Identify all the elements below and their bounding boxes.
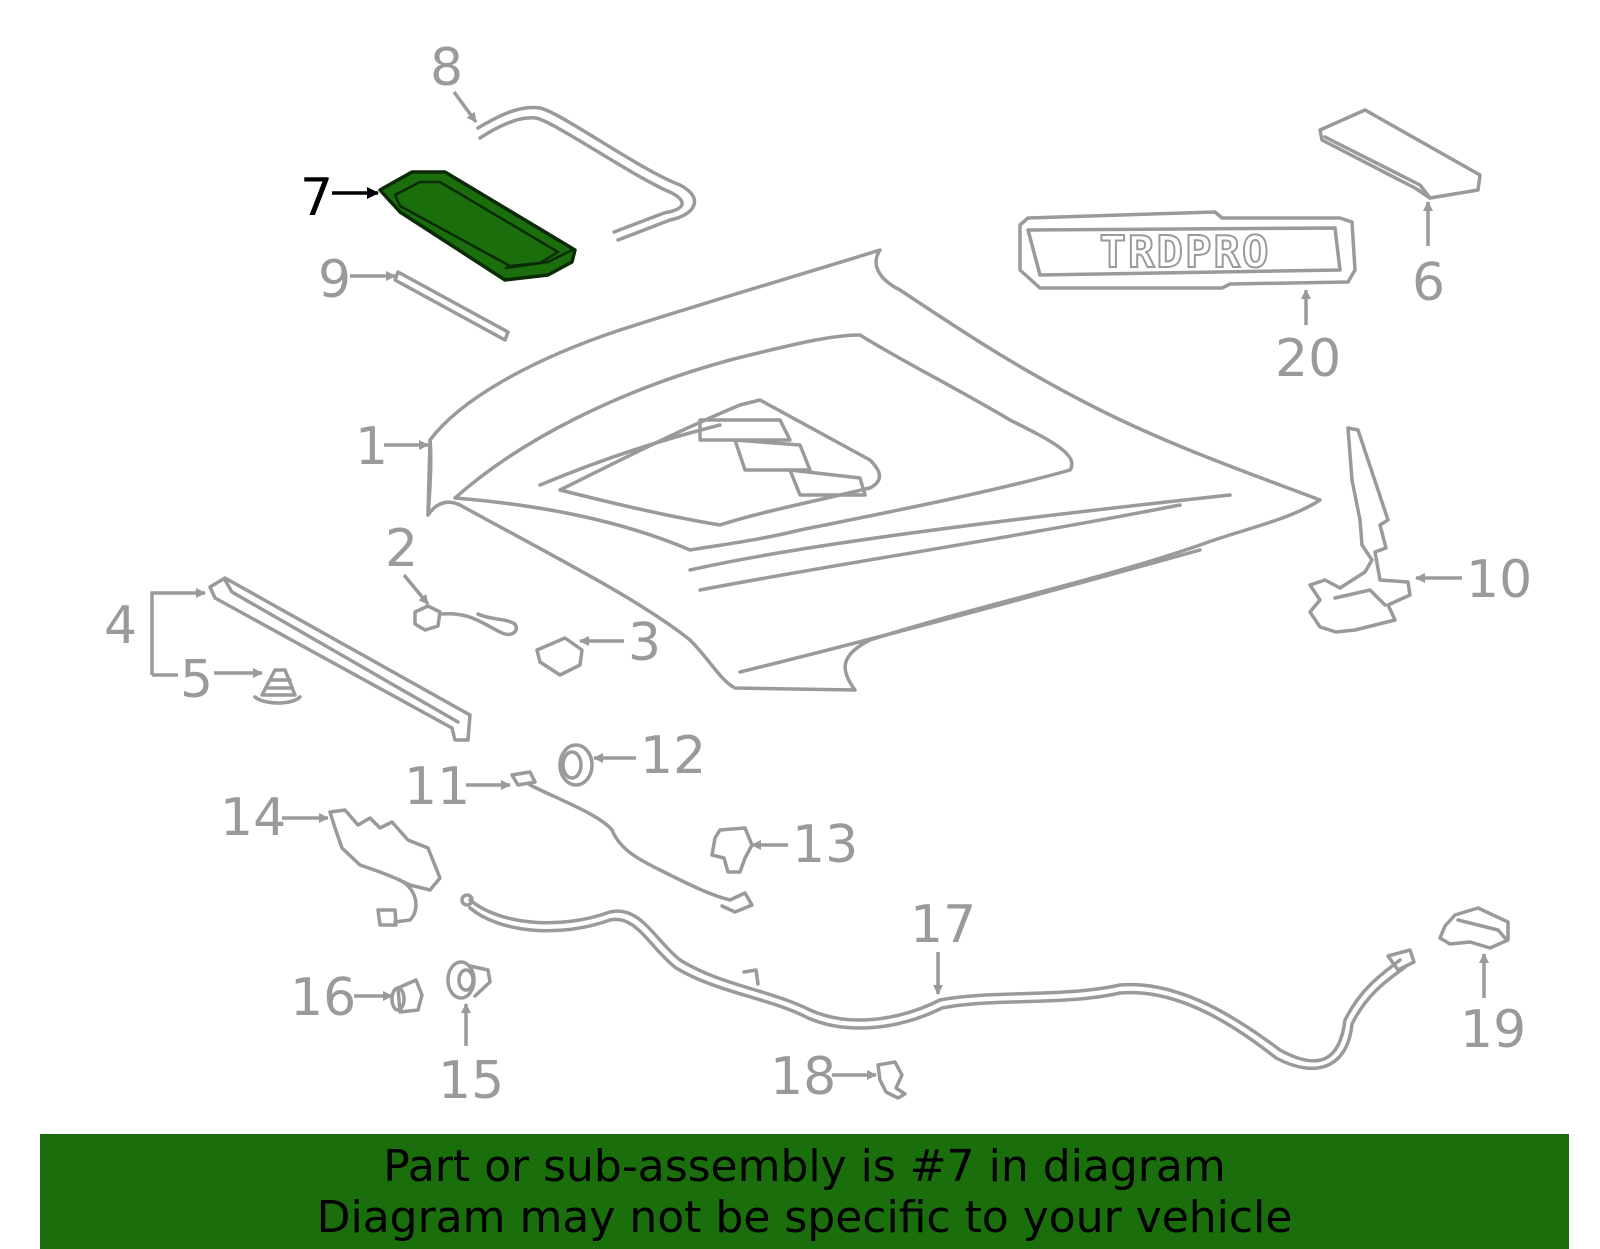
seal-strip-part-4[interactable] <box>208 576 472 742</box>
callout-7: 7 <box>300 168 333 228</box>
callout-4: 4 <box>104 596 137 656</box>
bracket-part-3[interactable] <box>535 636 584 677</box>
cushion-part-16[interactable] <box>390 978 424 1014</box>
callout-11: 11 <box>404 757 470 817</box>
callout-3: 3 <box>628 613 661 673</box>
release-cable-part-17[interactable] <box>460 893 1416 1071</box>
leader-2 <box>402 573 430 606</box>
callout-15: 15 <box>438 1051 504 1111</box>
info-banner: Part or sub-assembly is #7 in diagram Di… <box>40 1134 1569 1249</box>
lock-assembly-part-14[interactable] <box>328 808 442 927</box>
scoop-cover-part-6[interactable] <box>1318 108 1482 200</box>
callout-17: 17 <box>910 895 976 955</box>
grommet-part-15[interactable] <box>446 960 492 1000</box>
callout-8: 8 <box>430 38 463 98</box>
callout-14: 14 <box>220 788 286 848</box>
callout-5: 5 <box>180 650 213 710</box>
callout-9: 9 <box>318 250 351 310</box>
banner-line-2: Diagram may not be specific to your vehi… <box>316 1191 1293 1243</box>
callout-12: 12 <box>640 726 706 786</box>
banner-line-1: Part or sub-assembly is #7 in diagram <box>383 1140 1226 1192</box>
callout-2: 2 <box>385 519 418 579</box>
hinge-part-10[interactable] <box>1308 426 1412 634</box>
hood-part-1[interactable] <box>426 248 1322 692</box>
leader-4 <box>150 588 206 675</box>
callout-6: 6 <box>1412 253 1445 313</box>
callout-13: 13 <box>792 815 858 875</box>
cushion-part-13[interactable] <box>710 826 754 874</box>
clip-part-18[interactable] <box>876 1060 907 1100</box>
callout-18: 18 <box>770 1047 836 1107</box>
grommet-part-12[interactable] <box>558 743 594 787</box>
clip-part-5[interactable] <box>253 668 302 705</box>
hood-rod-part-2[interactable] <box>413 604 518 637</box>
emblem-part-20[interactable]: TRDPRO <box>1018 210 1357 290</box>
leader-8 <box>452 90 478 124</box>
release-handle-part-19[interactable] <box>1438 906 1510 950</box>
callout-16: 16 <box>290 968 356 1028</box>
strip-part-9[interactable] <box>393 270 510 342</box>
weatherstrip-part-8[interactable] <box>476 105 697 242</box>
callout-1: 1 <box>355 417 388 477</box>
latch-cable-part-11[interactable] <box>510 770 754 914</box>
insulator-part-7[interactable] <box>378 170 577 282</box>
callout-20: 20 <box>1275 329 1341 389</box>
emblem-text: TRDPRO <box>1100 227 1271 278</box>
callout-19: 19 <box>1460 1000 1526 1060</box>
callout-10: 10 <box>1466 550 1532 610</box>
